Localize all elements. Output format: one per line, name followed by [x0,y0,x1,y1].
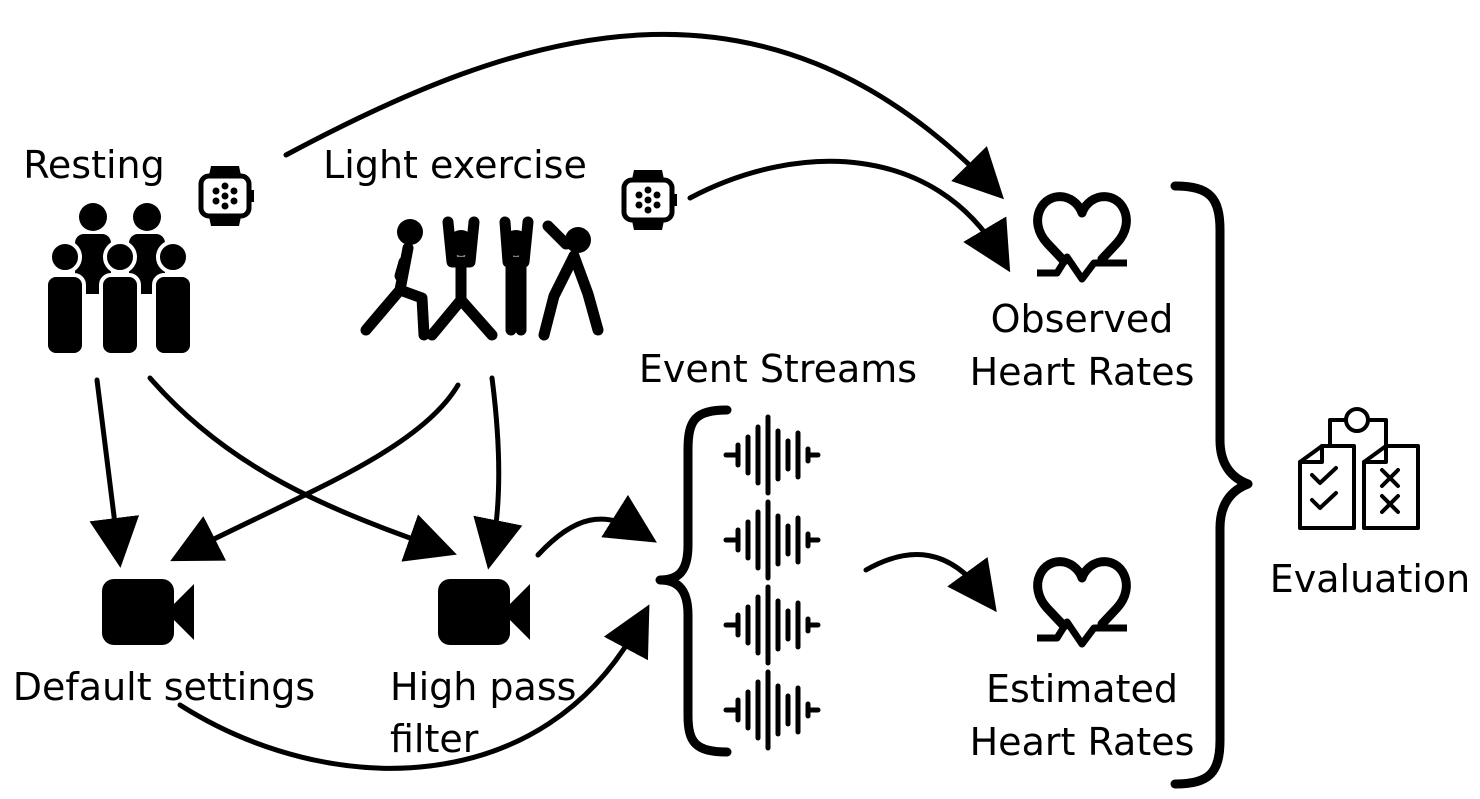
observed-heart-rates-label-line1: Observed [991,297,1174,341]
audio-waveform-icon [726,587,818,663]
evaluation-brace [1170,181,1253,789]
event-streams-label: Event Streams [639,347,917,391]
arrow-resting-watch-to-observed [283,31,1004,200]
event-streams-brace [655,405,732,757]
resting-label: Resting [23,143,165,187]
audio-waveform-icon [726,502,818,578]
light-exercise-label: Light exercise [323,143,587,187]
flow-arrows [89,31,1011,771]
smartwatch-icon [624,170,677,230]
heart-pulse-icon [1037,562,1127,644]
high-pass-filter-label-line2: filter [390,717,479,761]
group-of-people-icon [44,203,194,357]
evaluation-clipboard-icon [1298,407,1420,530]
audio-waveform-icon [726,417,818,493]
audio-waveform-icon [726,672,818,748]
video-camera-icon [438,579,530,645]
arrow-exercise-to-default [170,382,461,562]
video-camera-icon [102,579,194,645]
observed-heart-rates-label-line2: Heart Rates [970,350,1195,394]
arrow-exercise-to-highpass [473,375,523,570]
arrow-resting-to-default [89,377,140,568]
arrow-highpass-to-streams [535,494,657,558]
default-settings-label: Default settings [13,665,315,709]
arrow-default-to-streams [177,604,650,771]
estimated-heart-rates-label-line2: Heart Rates [970,720,1195,764]
arrow-streams-to-estimated [863,552,997,613]
estimated-heart-rates-label-line1: Estimated [986,667,1178,711]
heart-pulse-icon [1037,197,1127,279]
arrow-resting-to-highpass [147,375,457,562]
arrow-exercise-watch-to-observed [687,158,1011,273]
smartwatch-icon [201,166,254,226]
exercising-people-icon [360,216,604,341]
high-pass-filter-label-line1: High pass [390,665,576,709]
evaluation-label: Evaluation [1270,557,1471,601]
